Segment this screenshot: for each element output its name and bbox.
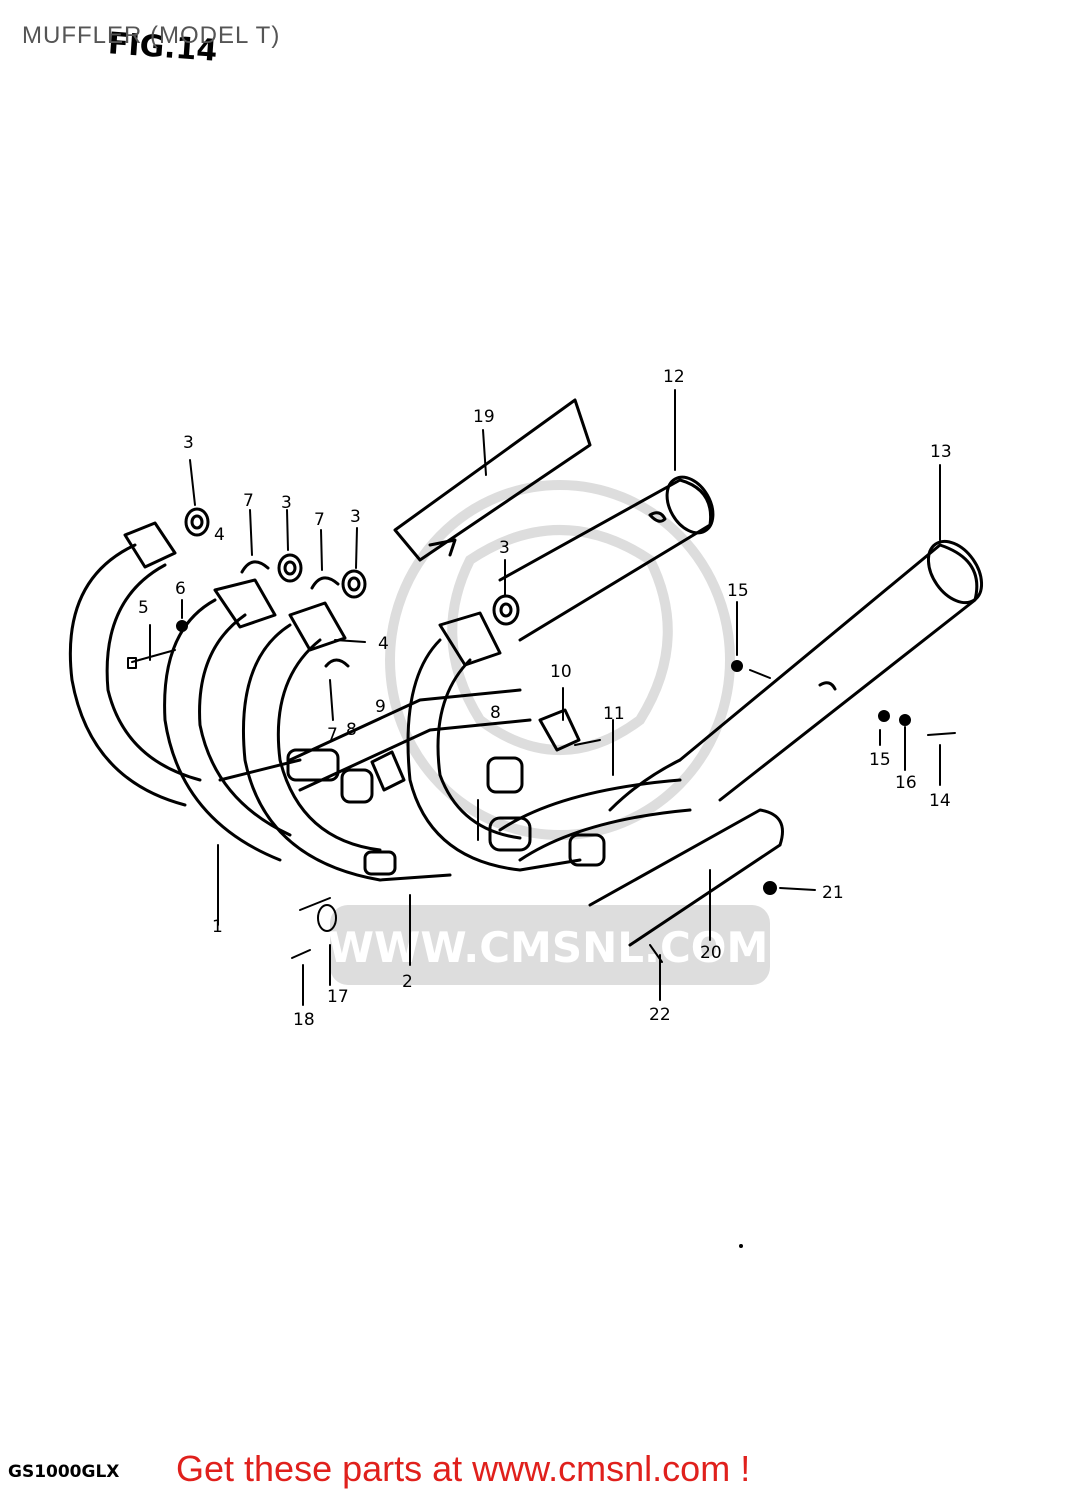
cta-link[interactable]: Get these parts at www.cmsnl.com ! xyxy=(176,1448,751,1489)
page-title: MUFFLER (MODEL T) xyxy=(22,22,281,49)
callout-7: 7 xyxy=(327,725,338,745)
callout-7: 7 xyxy=(243,491,254,511)
callout-10: 10 xyxy=(550,662,572,682)
exhaust-pipe-1 xyxy=(68,521,202,807)
callout-3: 3 xyxy=(350,507,361,527)
gaskets-3 xyxy=(184,507,520,626)
callout-9: 9 xyxy=(375,697,386,717)
model-code: GS1000GLX xyxy=(8,1462,120,1482)
callout-5: 5 xyxy=(138,598,149,618)
cross-pipe-assembly xyxy=(218,688,692,876)
heat-shield-20 xyxy=(588,808,784,947)
callout-3: 3 xyxy=(183,433,194,453)
callout-12: 12 xyxy=(663,367,685,387)
callout-17: 17 xyxy=(327,987,349,1007)
callout-labels: 1 2 3 3 3 3 4 4 5 6 7 7 7 8 8 9 10 11 12… xyxy=(138,367,952,1030)
callout-20: 20 xyxy=(700,943,722,963)
callout-15: 15 xyxy=(869,750,891,770)
stray-dot xyxy=(739,1244,743,1248)
callout-4: 4 xyxy=(214,525,225,545)
bolts-and-nuts xyxy=(127,620,956,963)
callout-3: 3 xyxy=(281,493,292,513)
callout-3: 3 xyxy=(499,538,510,558)
sleeves-and-clamps xyxy=(340,708,581,804)
callout-7: 7 xyxy=(314,510,325,530)
callout-2: 2 xyxy=(402,972,413,992)
callout-14: 14 xyxy=(929,791,951,811)
callout-21: 21 xyxy=(822,883,844,903)
callout-8: 8 xyxy=(490,703,501,723)
callout-15: 15 xyxy=(727,581,749,601)
clips-7 xyxy=(240,560,350,668)
callout-8: 8 xyxy=(346,720,357,740)
watermark-url: WWW.CMSNL.COM xyxy=(328,923,769,972)
callout-1: 1 xyxy=(212,917,223,937)
callout-11: 11 xyxy=(603,704,625,724)
callout-6: 6 xyxy=(175,579,186,599)
callout-18: 18 xyxy=(293,1010,315,1030)
callout-19: 19 xyxy=(473,407,495,427)
muffler-12 xyxy=(498,475,715,642)
heat-shield-19 xyxy=(393,398,592,562)
callout-4: 4 xyxy=(378,634,389,654)
callout-13: 13 xyxy=(930,442,952,462)
exhaust-pipe-4 xyxy=(406,611,582,872)
callout-22: 22 xyxy=(649,1005,671,1025)
exhaust-pipe-3 xyxy=(241,601,452,882)
muffler-13 xyxy=(608,539,984,812)
exploded-parts-diagram: WWW.CMSNL.COM xyxy=(68,367,984,1248)
callout-16: 16 xyxy=(895,773,917,793)
leader-lines xyxy=(149,389,941,1006)
